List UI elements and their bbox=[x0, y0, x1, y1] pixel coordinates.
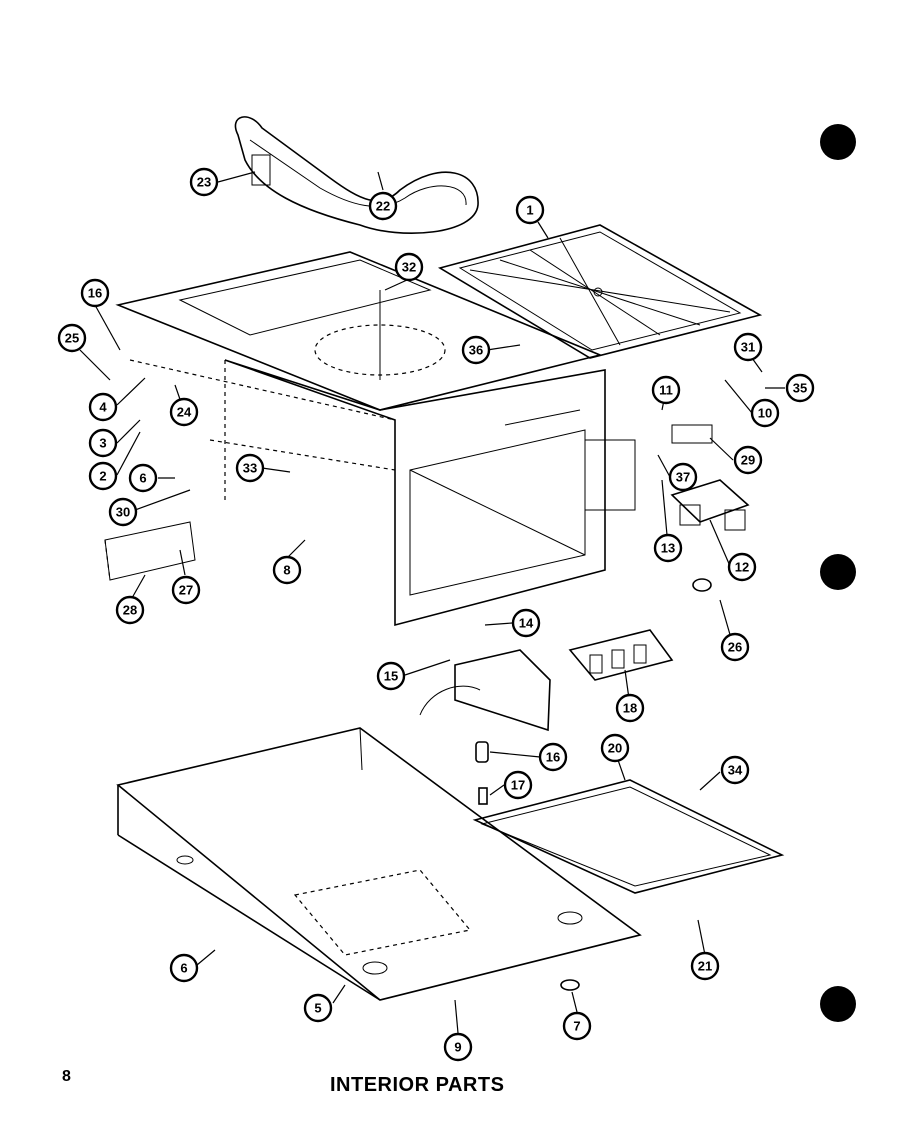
svg-text:18: 18 bbox=[623, 701, 637, 716]
svg-text:22: 22 bbox=[376, 199, 390, 214]
callout-37: 37 bbox=[668, 462, 698, 492]
callout-36: 36 bbox=[461, 335, 491, 365]
page-number: 8 bbox=[62, 1068, 71, 1085]
callout-17: 17 bbox=[503, 770, 533, 800]
callout-20: 20 bbox=[600, 733, 630, 763]
svg-text:24: 24 bbox=[177, 405, 192, 420]
binder-hole-middle bbox=[820, 554, 856, 590]
callout-13: 13 bbox=[653, 533, 683, 563]
callout-16b: 16 bbox=[538, 742, 568, 772]
svg-text:35: 35 bbox=[793, 381, 807, 396]
callout-3: 3 bbox=[88, 428, 118, 458]
callout-25: 25 bbox=[57, 323, 87, 353]
callout-16a: 16 bbox=[80, 278, 110, 308]
svg-text:7: 7 bbox=[573, 1019, 580, 1034]
svg-text:4: 4 bbox=[99, 400, 107, 415]
svg-text:13: 13 bbox=[661, 541, 675, 556]
foot-part bbox=[475, 741, 489, 805]
svg-text:14: 14 bbox=[519, 616, 534, 631]
svg-text:37: 37 bbox=[676, 470, 690, 485]
callout-4: 4 bbox=[88, 392, 118, 422]
callout-22: 22 bbox=[368, 191, 398, 221]
svg-text:17: 17 bbox=[511, 778, 525, 793]
svg-text:3: 3 bbox=[99, 436, 106, 451]
page-title: INTERIOR PARTS bbox=[330, 1074, 505, 1096]
tray-part bbox=[437, 224, 763, 359]
svg-text:10: 10 bbox=[758, 406, 772, 421]
top-cover-plate bbox=[115, 251, 603, 411]
svg-text:25: 25 bbox=[65, 331, 79, 346]
svg-text:15: 15 bbox=[384, 669, 398, 684]
svg-text:28: 28 bbox=[123, 603, 137, 618]
callout-27: 27 bbox=[171, 575, 201, 605]
svg-text:5: 5 bbox=[314, 1001, 321, 1016]
waveguide-strip-part bbox=[234, 116, 479, 234]
oven-cavity-part bbox=[129, 359, 636, 627]
binder-hole-top bbox=[820, 124, 856, 160]
svg-text:29: 29 bbox=[741, 453, 755, 468]
callout-29: 29 bbox=[733, 445, 763, 475]
callout-14: 14 bbox=[511, 608, 541, 638]
callout-21: 21 bbox=[690, 951, 720, 981]
svg-text:21: 21 bbox=[698, 959, 712, 974]
svg-text:36: 36 bbox=[469, 343, 483, 358]
svg-text:16: 16 bbox=[88, 286, 102, 301]
callout-6b: 6 bbox=[169, 953, 199, 983]
svg-text:32: 32 bbox=[402, 260, 416, 275]
shield-part bbox=[419, 649, 551, 732]
svg-text:2: 2 bbox=[99, 469, 106, 484]
svg-text:26: 26 bbox=[728, 640, 742, 655]
callout-5: 5 bbox=[303, 993, 333, 1023]
callout-32: 32 bbox=[394, 252, 424, 282]
callout-7: 7 bbox=[562, 1011, 592, 1041]
callout-31: 31 bbox=[733, 332, 763, 362]
callout-9: 9 bbox=[443, 1032, 473, 1062]
callout-34: 34 bbox=[720, 755, 750, 785]
svg-text:6: 6 bbox=[139, 471, 146, 486]
svg-text:20: 20 bbox=[608, 741, 622, 756]
callout-28: 28 bbox=[115, 595, 145, 625]
svg-text:9: 9 bbox=[454, 1040, 461, 1055]
binder-hole-bottom bbox=[820, 986, 856, 1022]
svg-text:27: 27 bbox=[179, 583, 193, 598]
svg-text:16: 16 bbox=[546, 750, 560, 765]
clip-part bbox=[692, 578, 712, 592]
svg-text:23: 23 bbox=[197, 175, 211, 190]
svg-text:8: 8 bbox=[283, 563, 290, 578]
callout-18: 18 bbox=[615, 693, 645, 723]
callout-1: 1 bbox=[515, 195, 545, 225]
callout-6a: 6 bbox=[128, 463, 158, 493]
callout-35: 35 bbox=[785, 373, 815, 403]
base-pan-part bbox=[116, 727, 642, 1001]
callout-15: 15 bbox=[376, 661, 406, 691]
svg-text:31: 31 bbox=[741, 340, 755, 355]
callout-30: 30 bbox=[108, 497, 138, 527]
svg-text:12: 12 bbox=[735, 560, 749, 575]
callout-26: 26 bbox=[720, 632, 750, 662]
switch-part bbox=[671, 424, 713, 444]
svg-text:33: 33 bbox=[243, 461, 257, 476]
interlock-bracket-part bbox=[670, 479, 750, 531]
terminal-block-part bbox=[568, 629, 674, 681]
side-bracket-part bbox=[104, 521, 196, 581]
svg-text:6: 6 bbox=[180, 961, 187, 976]
washer-part bbox=[560, 979, 580, 991]
callout-8: 8 bbox=[272, 555, 302, 585]
bottom-plate-part bbox=[472, 779, 785, 894]
svg-text:34: 34 bbox=[728, 763, 743, 778]
callout-12: 12 bbox=[727, 552, 757, 582]
svg-text:30: 30 bbox=[116, 505, 130, 520]
callout-11: 11 bbox=[651, 375, 681, 405]
svg-text:11: 11 bbox=[659, 383, 673, 398]
callout-33: 33 bbox=[235, 453, 265, 483]
callout-24: 24 bbox=[169, 397, 199, 427]
callout-2: 2 bbox=[88, 461, 118, 491]
callout-23: 23 bbox=[189, 167, 219, 197]
svg-text:1: 1 bbox=[526, 203, 533, 218]
callout-10: 10 bbox=[750, 398, 780, 428]
